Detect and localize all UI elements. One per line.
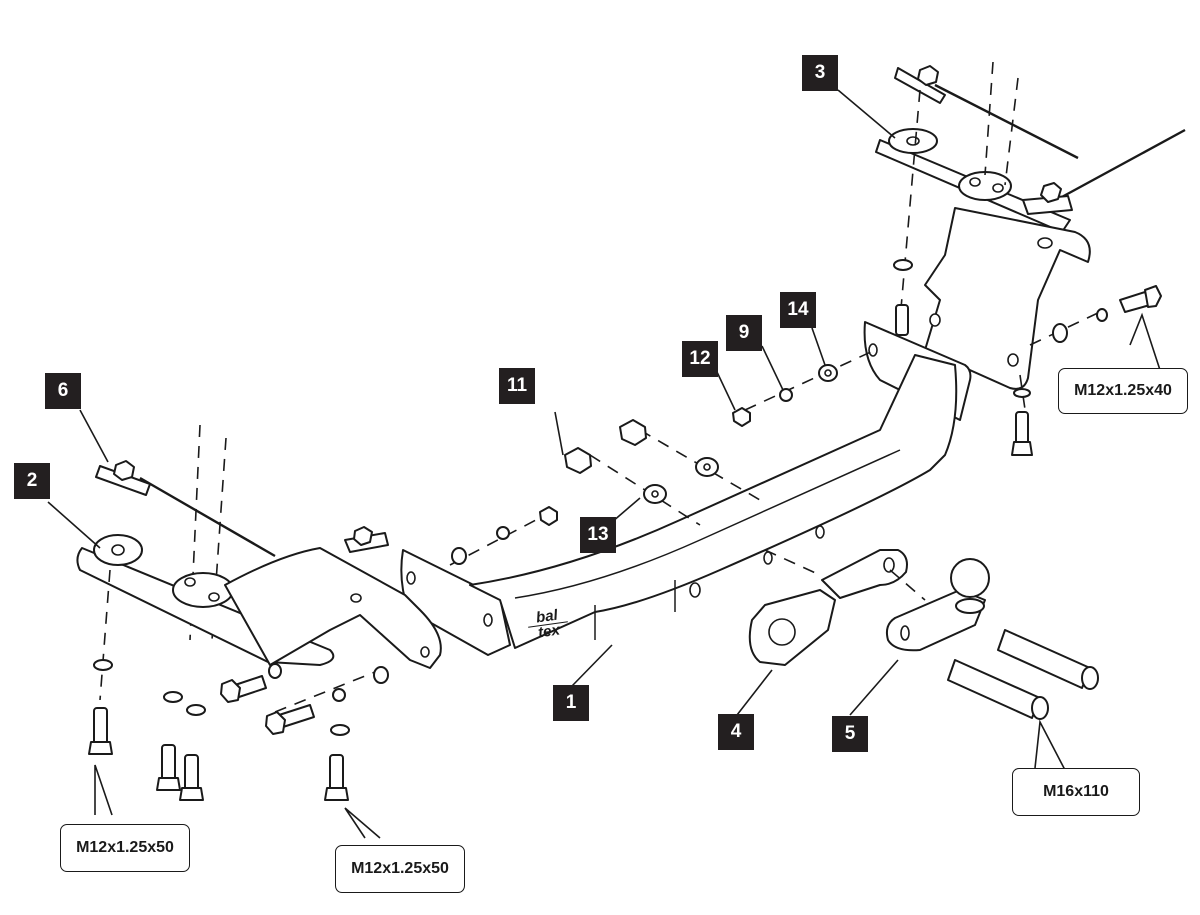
bolt-head [1081, 666, 1099, 690]
spring-washer [332, 688, 346, 702]
fish-wire [139, 476, 276, 558]
washer [268, 663, 282, 679]
bolt-head [220, 679, 241, 703]
leader-lines [47, 89, 1161, 839]
spec-label-m16x110: M16x110 [1012, 768, 1140, 816]
tow-ball [885, 558, 1099, 720]
washer [93, 659, 113, 671]
bolt-m16 [997, 629, 1091, 689]
bolt-head [1011, 441, 1033, 456]
callout-2: 2 [14, 463, 50, 499]
fish-wire [934, 83, 1079, 160]
nut [539, 506, 558, 526]
callout-5: 5 [832, 716, 868, 752]
side-bracket-arm [224, 547, 442, 669]
callout-3: 3 [802, 55, 838, 91]
ball-collar [955, 598, 985, 614]
callout-9: 9 [726, 315, 762, 351]
callout-4: 4 [718, 714, 754, 750]
washer [893, 259, 913, 271]
flat-washer [373, 666, 389, 684]
hex-nut [353, 526, 373, 546]
bolt-head [324, 787, 349, 801]
bolt-head [88, 741, 113, 755]
callout-14: 14 [780, 292, 816, 328]
bolt-head [1031, 696, 1049, 720]
hex-nut [1040, 182, 1062, 203]
spec-label-m12x50-left: M12x1.25x50 [60, 824, 190, 872]
callout-12: 12 [682, 341, 718, 377]
main-crossbar [400, 321, 972, 656]
ball [950, 558, 990, 598]
washer [330, 724, 350, 736]
nut [732, 407, 751, 427]
callout-6: 6 [45, 373, 81, 409]
washer [163, 691, 183, 703]
fish-plate [894, 67, 946, 104]
bolt-head [265, 711, 286, 735]
socket-plate [748, 549, 926, 666]
washer [1013, 388, 1031, 398]
callout-13: 13 [580, 517, 616, 553]
washer [1052, 323, 1068, 343]
crossbar-tube [469, 354, 958, 649]
side-bracket-body [924, 207, 1091, 390]
bolt-shank [895, 304, 909, 336]
spec-label-m12x40: M12x1.25x40 [1058, 368, 1188, 414]
brand-logo: bal tex [526, 607, 570, 642]
spring-washer [1096, 308, 1108, 322]
callout-11: 11 [499, 368, 535, 404]
lock-nut [619, 419, 647, 446]
washer [186, 704, 206, 716]
left-bracket-assembly [76, 424, 442, 801]
lock-nut [564, 447, 592, 474]
fish-wire [1059, 128, 1186, 200]
bolt-head [156, 777, 181, 791]
spec-label-m12x50-center: M12x1.25x50 [335, 845, 465, 893]
bolt-shank [93, 707, 108, 747]
bolt-head [1144, 285, 1162, 308]
hex-nut [113, 460, 135, 481]
hex-nut [917, 65, 939, 86]
spring-washer [496, 526, 510, 540]
bolt-m16 [947, 659, 1041, 719]
bolt-shank [1015, 411, 1029, 445]
bolt-head [179, 787, 204, 801]
callout-1: 1 [553, 685, 589, 721]
flat-washer [451, 547, 467, 565]
spacer-plate [172, 572, 234, 608]
right-bracket-assembly [875, 61, 1186, 456]
spring-washer [779, 388, 793, 402]
